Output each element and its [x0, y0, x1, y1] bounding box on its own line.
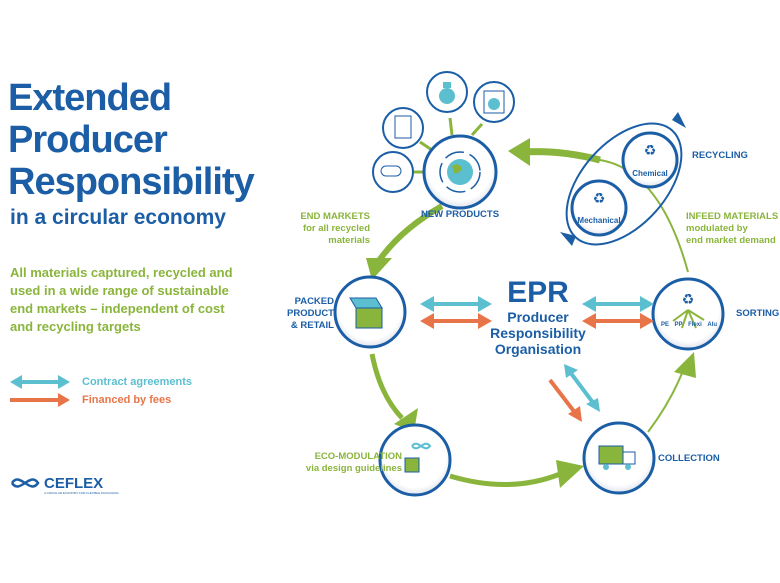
circle-packed: [333, 275, 407, 349]
circle-pouch: [426, 71, 468, 113]
label-collection: COLLECTION: [658, 453, 720, 464]
label-infeed: INFEED MATERIALS modulated by end market…: [686, 211, 778, 247]
label-end-markets: END MARKETS for all recycled materials: [290, 211, 370, 247]
label-line: PRODUCT: [287, 308, 334, 319]
description-line: used in a wide range of sustainable: [10, 283, 229, 298]
pro-line: Organisation: [494, 341, 582, 357]
flow-arrow-sorting-to-newproducts: [508, 138, 689, 273]
label-new-products: NEW PRODUCTS: [420, 209, 500, 220]
svg-text:♻: ♻: [593, 190, 606, 206]
title-line-1: Extended: [8, 77, 172, 119]
circle-eco-modulation: [378, 423, 452, 497]
description: All materials captured, recycled and use…: [10, 264, 250, 336]
label-line: PACKED: [294, 296, 334, 307]
svg-text:♻: ♻: [682, 291, 695, 307]
fees-arrow-right: [582, 313, 654, 329]
flow-arrow-collection-to-sorting: [647, 352, 696, 433]
contract-arrow-right: [582, 296, 654, 312]
label-line: via design guidelines: [305, 463, 402, 474]
label-line: materials: [328, 235, 370, 246]
fees-arrow-left: [420, 313, 492, 329]
label-line: ECO-MODULATION: [314, 451, 402, 462]
label-line: modulated by: [686, 223, 748, 234]
description-line: end markets – independent of cost: [10, 301, 225, 316]
description-line: and recycling targets: [10, 319, 141, 334]
logo-tagline: A CIRCULAR ECONOMY FOR FLEXIBLE PACKAGIN…: [44, 491, 119, 495]
material-pp: PP: [674, 322, 683, 328]
label-line: & RETAIL: [290, 320, 334, 331]
material-flexi: Flexi: [688, 322, 702, 328]
material-alu: Alu: [707, 322, 717, 328]
sorting-materials: PE PP Flexi Alu: [661, 322, 717, 328]
label-eco-modulation: ECO-MODULATION via design guidelines: [290, 451, 402, 475]
pro-line: Responsibility: [490, 325, 586, 341]
legend-fees-arrow: [10, 393, 70, 407]
legend-fees-label: Financed by fees: [82, 394, 172, 406]
label-recycling: RECYCLING: [692, 150, 748, 161]
svg-text:♻: ♻: [644, 142, 657, 158]
title-line-2: Producer: [8, 119, 168, 161]
label-line: for all recycled: [302, 223, 370, 234]
label-mechanical: Mechanical: [577, 216, 621, 225]
ceflex-logo-icon: [10, 478, 40, 488]
legend-contract-label: Contract agreements: [82, 376, 193, 388]
circle-collection: [582, 421, 656, 495]
circle-roll-film: [372, 151, 414, 193]
circle-bag: [382, 107, 424, 149]
product-arrows: [414, 117, 484, 174]
label-sorting: SORTING: [736, 308, 780, 319]
label-line: end market demand: [686, 235, 776, 246]
material-pe: PE: [661, 322, 670, 328]
subtitle: in a circular economy: [10, 206, 226, 229]
legend-contract-arrow: [10, 375, 70, 389]
fees-arrow-diagonal: [548, 378, 582, 422]
contract-arrow-left: [420, 296, 492, 312]
label-line: INFEED MATERIALS: [686, 211, 779, 222]
circle-washing-machine: [473, 81, 515, 123]
title-line-3: Responsibility: [8, 161, 255, 203]
recycling-loop: [560, 112, 686, 246]
label-line: END MARKETS: [300, 211, 370, 222]
flow-arrow-packed-to-eco: [369, 353, 418, 432]
pro-line: Producer: [507, 309, 569, 325]
circle-mechanical: ♻: [570, 179, 628, 237]
flow-arrow-newproducts-to-packed: [366, 203, 444, 280]
description-line: All materials captured, recycled and: [10, 265, 233, 280]
contract-arrow-diagonal: [564, 364, 600, 412]
epr-acronym: EPR: [507, 276, 569, 309]
pro-name: Producer Responsibility Organisation: [470, 309, 606, 357]
label-packed: PACKED PRODUCT & RETAIL: [286, 296, 334, 332]
circle-chemical: ♻: [621, 131, 679, 189]
logo-name: CEFLEX: [44, 475, 104, 492]
circle-new-products: [422, 134, 498, 210]
label-chemical: Chemical: [632, 169, 668, 178]
circle-sorting: ♻: [651, 277, 725, 351]
flow-arrow-eco-to-collection: [449, 460, 584, 488]
